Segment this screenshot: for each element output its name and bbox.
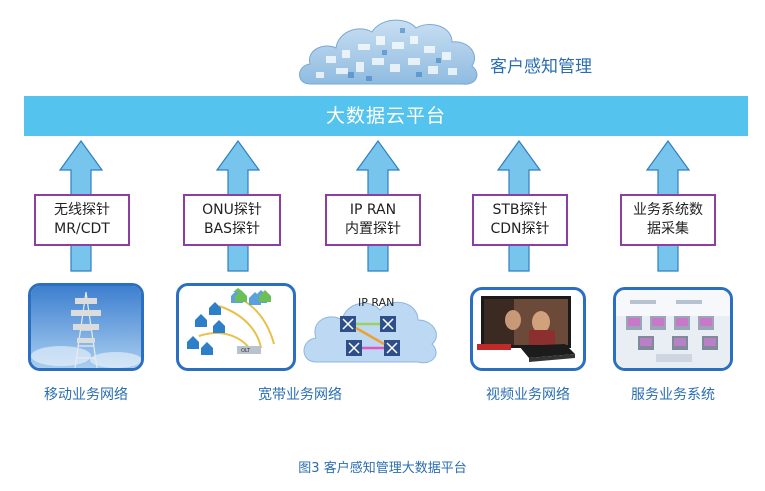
probe-line2: 据采集 — [647, 221, 689, 237]
office-system-icon — [616, 290, 730, 368]
big-data-cloud-icon — [299, 19, 478, 85]
probe-line2: CDN探针 — [490, 221, 550, 237]
probe-line2: MR/CDT — [54, 221, 110, 237]
figure-caption: 图3 客户感知管理大数据平台 — [298, 461, 467, 476]
probe-line1: ONU探针 — [202, 202, 262, 218]
home-network-icon: OLT — [187, 288, 275, 355]
cloud-title: 客户感知管理 — [490, 57, 592, 77]
probe-line2: 内置探针 — [345, 221, 401, 237]
probe-line1: 无线探针 — [54, 202, 110, 218]
broadband-network-label: 宽带业务网络 — [258, 387, 342, 403]
service-system-label: 服务业务系统 — [631, 387, 715, 403]
ipran-cloud-icon: IP RAN — [303, 296, 437, 364]
probe-box-wireless: 无线探针 MR/CDT — [34, 194, 130, 246]
probe-box-broadband: ONU探针 BAS探针 — [183, 194, 281, 246]
mobile-network-image — [28, 283, 144, 371]
video-network-image — [470, 287, 586, 371]
probe-line1: IP RAN — [349, 202, 397, 218]
big-data-platform-bar: 大数据云平台 — [24, 96, 748, 136]
probe-box-service: 业务系统数据采集 — [620, 194, 716, 246]
mobile-network-label: 移动业务网络 — [44, 387, 128, 403]
probe-box-ipran: IP RAN 内置探针 — [325, 194, 421, 246]
probe-line1: 业务系统数 — [633, 202, 703, 218]
ipran-cloud-label: IP RAN — [358, 296, 394, 309]
probe-line2: BAS探针 — [203, 221, 261, 237]
service-system-image — [613, 287, 733, 371]
video-network-label: 视频业务网络 — [486, 387, 570, 403]
tv-settop-box-icon — [477, 296, 575, 362]
olt-label: OLT — [241, 348, 251, 354]
cell-tower-icon — [31, 286, 141, 368]
probe-line1: STB探针 — [492, 202, 548, 218]
probe-box-video: STB探针 CDN探针 — [472, 194, 568, 246]
broadband-network-image: OLT — [176, 283, 296, 371]
